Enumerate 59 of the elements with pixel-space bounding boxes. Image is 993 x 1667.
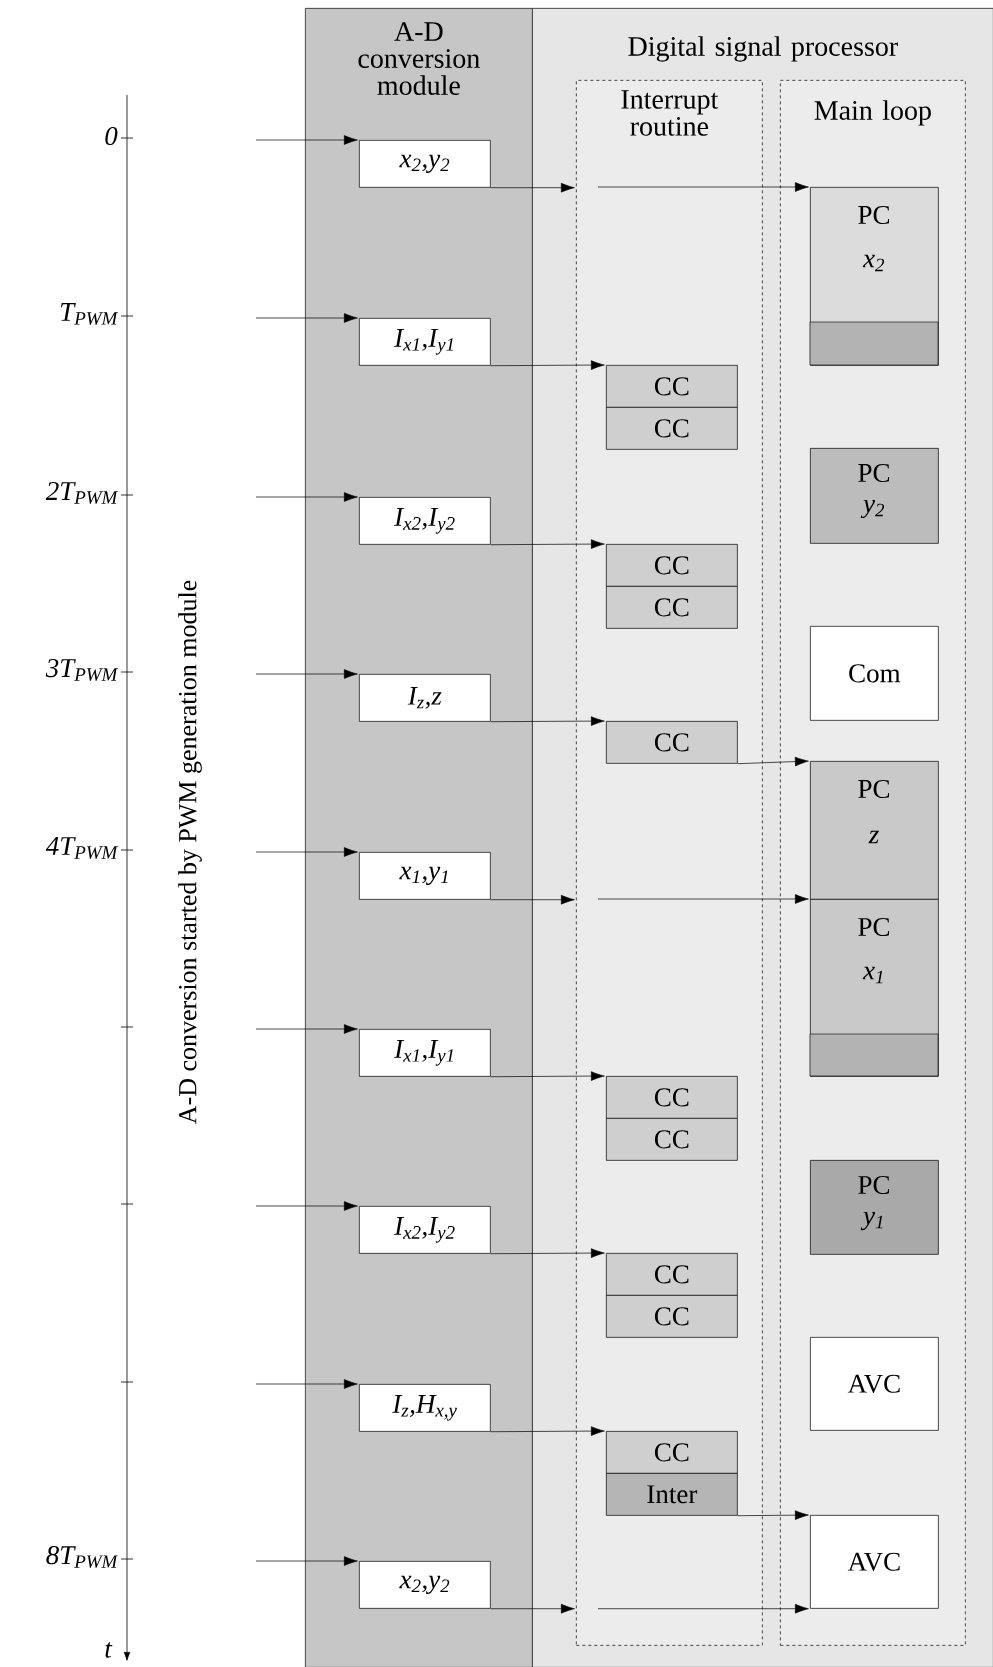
task-box: CC <box>606 721 738 764</box>
task-box: Inter <box>606 1473 738 1516</box>
tick-label: 2T$_{PWM}$ <box>45 482 119 504</box>
task-box: AVC <box>810 1337 939 1431</box>
task-box: CC <box>606 1431 738 1474</box>
arrow <box>490 894 575 905</box>
arrow <box>597 894 809 904</box>
sample-box: x$_{1}$,y$_{1}$ <box>359 852 491 900</box>
tick-label: 8T$_{PWM}$ <box>46 1546 119 1569</box>
arrow <box>737 1510 809 1520</box>
task-box: Com <box>810 626 939 721</box>
axis-label: t <box>105 1642 113 1658</box>
axis-title: A-D conversion started by PWM generation module <box>178 580 202 1124</box>
sample-box: I$_{z}$,H$_{x,y}$ <box>359 1384 491 1432</box>
arrow <box>490 1426 605 1436</box>
arrow <box>490 182 575 193</box>
task-box: CC <box>606 365 738 408</box>
task-box: AVC <box>810 1515 939 1609</box>
arrow <box>490 1248 605 1258</box>
tick-label: 3T$_{PWM}$ <box>45 659 119 681</box>
arrow <box>255 1024 358 1034</box>
arrow <box>255 135 358 145</box>
task-box: PC x$_{2}$ <box>809 187 939 366</box>
sample-box: I$_{x1}$,I$_{y1}$ <box>359 318 491 366</box>
arrow <box>490 716 605 726</box>
task-box: CC <box>606 407 738 450</box>
task-box: CC <box>606 544 738 587</box>
sample-box: x$_{2}$,y$_{2}$ <box>359 140 491 188</box>
arrow <box>255 1556 358 1566</box>
tick-label: 0 <box>105 126 118 146</box>
task-box: CC <box>606 1076 738 1119</box>
arrow <box>490 1071 605 1081</box>
arrow <box>255 847 358 857</box>
sample-box: I$_{x2}$,I$_{y2}$ <box>359 497 491 545</box>
arrow <box>255 492 358 502</box>
arrow <box>597 182 809 192</box>
sample-box: I$_{x1}$,I$_{y1}$ <box>359 1029 491 1077</box>
task-box: PC y$_{1}$ <box>810 1160 939 1255</box>
sample-box: I$_{z}$,z <box>359 674 491 722</box>
task-box: PC z <box>810 761 939 900</box>
task-box: CC <box>606 1253 738 1296</box>
arrow <box>490 360 605 370</box>
tick-label: 4T$_{PWM}$ <box>45 837 119 859</box>
tick-label: T$_{PWM}$ <box>61 303 119 325</box>
task-box: CC <box>606 1295 738 1338</box>
arrow <box>490 1603 575 1614</box>
task-box: CC <box>606 586 738 629</box>
arrow <box>737 756 809 767</box>
arrow <box>255 669 358 679</box>
task-box: PC x$_{1}$ <box>809 899 939 1077</box>
task-box: CC <box>606 1118 738 1161</box>
arrow <box>255 1379 358 1389</box>
arrow <box>255 1201 358 1211</box>
sample-box: I$_{x2}$,I$_{y2}$ <box>359 1206 491 1254</box>
arrow <box>255 313 358 323</box>
task-box: PC y$_{2}$ <box>810 448 939 544</box>
arrow <box>597 1603 809 1614</box>
arrow <box>490 539 605 549</box>
sample-box: x$_{2}$,y$_{2}$ <box>359 1561 491 1609</box>
